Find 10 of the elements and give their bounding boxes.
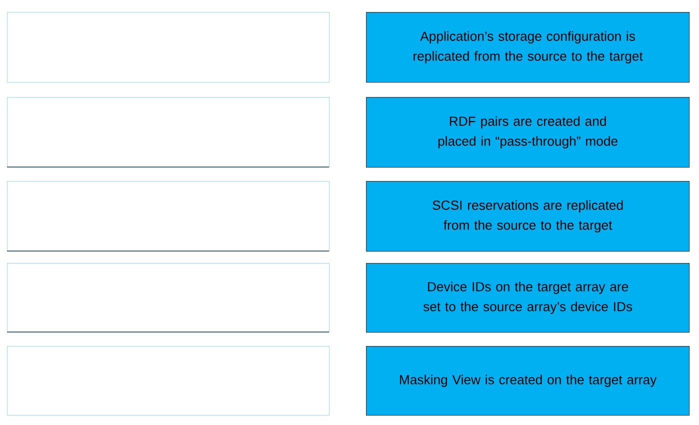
- answer-slot: [6, 263, 330, 333]
- answer-slot: [6, 97, 330, 168]
- answer-card: Application’s storage configuration is replicated from the source to the target: [366, 12, 690, 83]
- answer-slot: [7, 346, 330, 416]
- answer-slot: [6, 181, 330, 252]
- answer-card: Device IDs on the target array are set to the source array’s device IDs: [366, 263, 690, 333]
- answer-slot: [7, 12, 330, 83]
- answer-card: RDF pairs are created and placed in “pass-through” mode: [366, 97, 690, 168]
- answer-card: SCSI reservations are replicated from the source to the target: [366, 181, 690, 252]
- answer-card: Masking View is created on the target array: [366, 346, 690, 416]
